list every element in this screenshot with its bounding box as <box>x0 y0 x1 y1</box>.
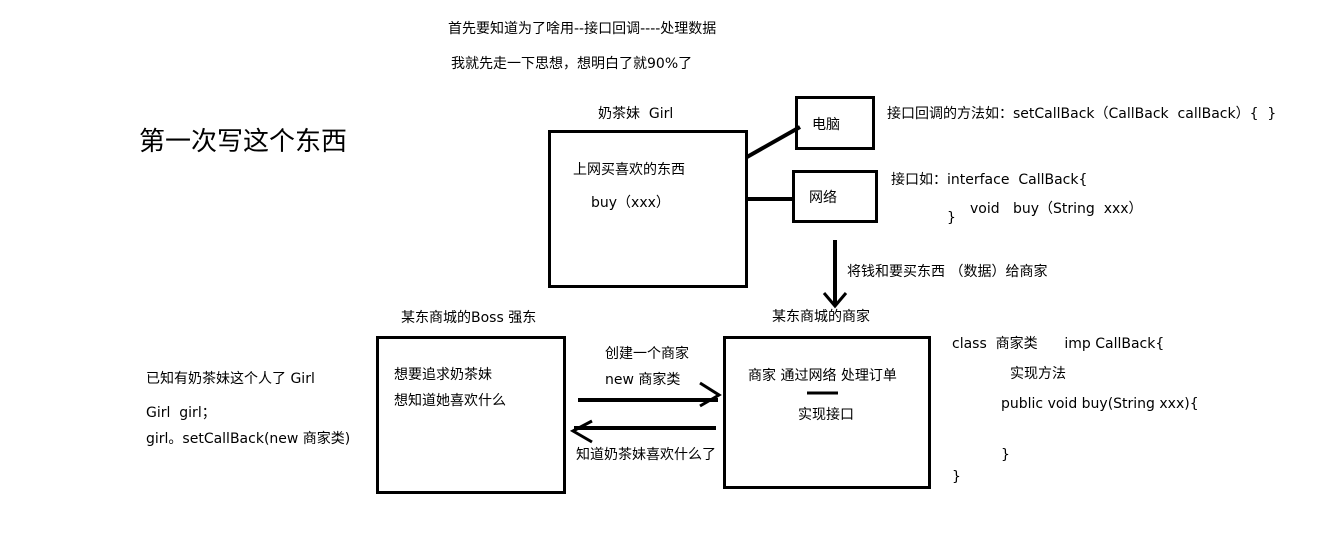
class-code-line-5: } <box>952 469 961 485</box>
known-line-2: Girl girl； <box>146 405 216 421</box>
network-merchant-arrowhead <box>822 292 848 309</box>
class-code-line-4: } <box>1001 447 1010 463</box>
header-line-2: 我就先走一下思想，想明白了就90%了 <box>451 56 693 72</box>
boss-label: 某东商城的Boss 强东 <box>401 310 537 326</box>
create-merchant-label-2: new 商家类 <box>605 372 681 388</box>
interface-note-line-1: 接口如：interface CallBack{ <box>891 172 1088 188</box>
know-preference-label: 知道奶茶妹喜欢什么了 <box>576 447 716 463</box>
girl-line-2: buy（xxx） <box>591 195 670 211</box>
boss-box <box>376 336 566 494</box>
callback-method-note: 接口回调的方法如：setCallBack（CallBack callBack）{… <box>887 106 1277 122</box>
known-line-1: 已知有奶茶妹这个人了 Girl <box>146 371 315 387</box>
merchant-label: 某东商城的商家 <box>772 309 870 325</box>
boss-line-1: 想要追求奶茶妹 <box>394 367 492 383</box>
class-code-line-3: public void buy(String xxx){ <box>1001 396 1199 412</box>
merchant-box <box>723 336 931 489</box>
girl-computer-connector <box>746 125 801 159</box>
network-label: 网络 <box>809 190 837 206</box>
interface-note-line-2: void buy（String xxx） <box>970 201 1143 217</box>
girl-box <box>548 130 748 288</box>
girl-line-1: 上网买喜欢的东西 <box>573 162 685 178</box>
know-preference-arrowhead <box>569 419 593 444</box>
class-code-line-2: 实现方法 <box>1010 366 1066 382</box>
header-line-1: 首先要知道为了啥用--接口回调----处理数据 <box>448 21 717 37</box>
merchant-line-2: 实现接口 <box>798 407 854 423</box>
create-merchant-label-1: 创建一个商家 <box>605 346 689 362</box>
computer-box <box>795 96 875 150</box>
page-title: 第一次写这个东西 <box>139 127 348 157</box>
merchant-line-1: 商家 通过网络 处理订单 <box>748 368 897 384</box>
network-box <box>792 170 878 223</box>
computer-label: 电脑 <box>812 117 840 133</box>
girl-label: 奶茶妹 Girl <box>598 106 674 122</box>
create-merchant-arrowhead <box>699 381 722 408</box>
interface-note-close: } <box>947 210 956 226</box>
known-line-3: girl。setCallBack(new 商家类) <box>146 431 351 447</box>
money-note: 将钱和要买东西 （数据）给商家 <box>847 264 1048 280</box>
class-code-line-1: class 商家类 imp CallBack{ <box>952 336 1165 352</box>
boss-line-2: 想知道她喜欢什么 <box>394 393 506 409</box>
